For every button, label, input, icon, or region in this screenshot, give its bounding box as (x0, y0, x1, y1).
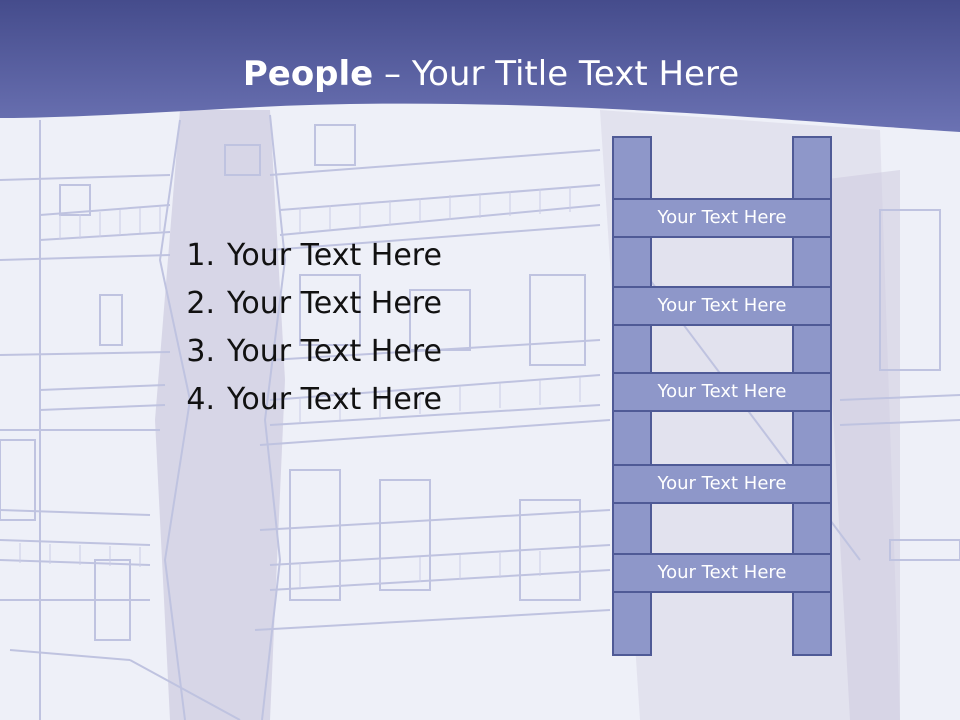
ladder-rung-3: Your Text Here (612, 372, 832, 412)
title-header-band (0, 0, 960, 132)
slide-title: People – Your Title Text Here (0, 50, 960, 98)
list-item-text: Your Text Here (227, 382, 442, 417)
title-separator: – (373, 54, 412, 94)
list-item-number: 2. (186, 286, 215, 321)
ladder-rung-4: Your Text Here (612, 464, 832, 504)
ladder-rung-2: Your Text Here (612, 286, 832, 326)
title-bold-part: People (242, 54, 374, 94)
ladder-rung-5: Your Text Here (612, 553, 832, 593)
numbered-list: 1. Your Text Here 2. Your Text Here 3. Your… (155, 232, 442, 424)
list-item: 4. Your Text Here (155, 376, 442, 424)
list-item-number: 4. (186, 382, 215, 417)
ladder-rung-1: Your Text Here (612, 198, 832, 238)
list-item-number: 1. (186, 238, 215, 273)
list-item: 1. Your Text Here (155, 232, 442, 280)
list-item-text: Your Text Here (227, 334, 442, 369)
list-item: 3. Your Text Here (155, 328, 442, 376)
list-item-number: 3. (186, 334, 215, 369)
list-item-text: Your Text Here (227, 238, 442, 273)
title-main-part: Your Title Text Here (411, 54, 740, 94)
list-item: 2. Your Text Here (155, 280, 442, 328)
list-item-text: Your Text Here (227, 286, 442, 321)
